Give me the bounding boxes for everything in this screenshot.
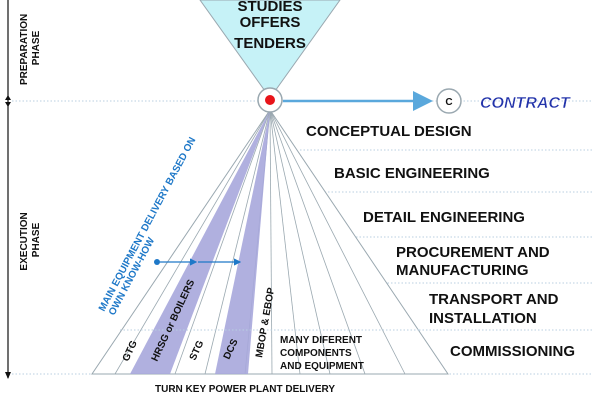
- contract-circle: [436, 88, 462, 114]
- stage-detail-engineering: DETAIL ENGINEERING: [363, 209, 525, 226]
- stage-procurement-and: PROCUREMENT AND: [396, 244, 550, 261]
- guide-lines: [12, 100, 592, 375]
- dcs-band: [215, 110, 270, 374]
- studies-label: STUDIES: [237, 0, 302, 15]
- phase-axis-divider-up: [5, 95, 11, 100]
- offers-label: OFFERS: [240, 14, 301, 31]
- stage-manufacturing: MANUFACTURING: [396, 262, 529, 279]
- stage-transport-and: TRANSPORT AND: [429, 291, 559, 308]
- preparation-triangle: [199, 0, 341, 99]
- contract-label: CONTRACT: [480, 95, 571, 112]
- many-components-line-3: AND EQUIPMENT: [280, 361, 364, 372]
- stage-conceptual-design: CONCEPTUAL DESIGN: [306, 123, 472, 140]
- stage-basic-engineering: BASIC ENGINEERING: [334, 165, 490, 182]
- turn-key-label: TURN KEY POWER PLANT DELIVERY: [155, 384, 335, 395]
- many-components-line-1: MANY DIFERENT: [280, 335, 362, 346]
- stage-commissioning: COMMISSIONING: [450, 343, 575, 360]
- stage-installation: INSTALLATION: [429, 310, 537, 327]
- many-components-line-2: COMPONENTS: [280, 348, 352, 359]
- contract-circle-letter: C: [445, 97, 452, 108]
- connector-dot-1: [154, 259, 160, 265]
- tenders-label: TENDERS: [234, 35, 306, 52]
- preparation-phase-label: PREPARATION PHASE: [19, 11, 42, 85]
- phase-axis-bottom-arrow: [5, 372, 11, 379]
- phase-axis-divider-down: [5, 102, 11, 107]
- execution-phase-label: EXECUTION PHASE: [19, 209, 42, 270]
- hrsg-band: [130, 110, 270, 374]
- apex-dot: [265, 95, 275, 105]
